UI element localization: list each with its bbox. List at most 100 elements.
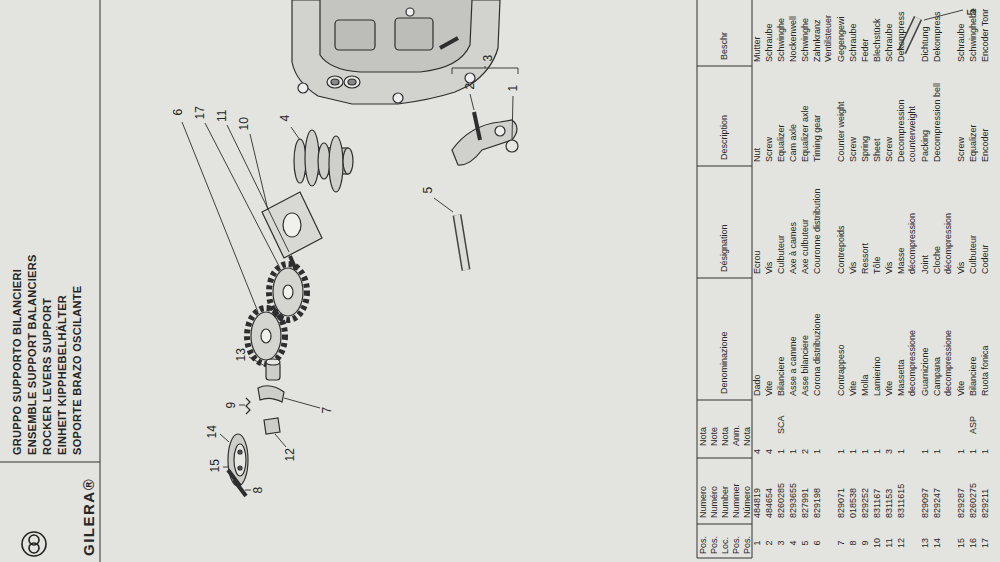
column-header: Pos.	[731, 536, 742, 554]
table-cell: ASP	[968, 402, 979, 434]
table-cell: Ressort	[860, 166, 871, 274]
table-cell: Zahnkranz Ventilsteuer	[812, 4, 834, 62]
row-number: 9	[860, 530, 871, 556]
table-cell: Mutter	[752, 4, 763, 62]
table-cell: Vis	[848, 166, 859, 274]
table-cell: Counter weight	[836, 68, 847, 162]
heading-line: ROCKER LEVERS SUPPORT	[40, 298, 54, 455]
table-cell: Asse bilanciere	[800, 278, 811, 396]
row-number: 2	[764, 530, 775, 556]
column-header: Nota	[720, 427, 731, 446]
table-cell: Gegengewi	[836, 4, 847, 62]
column-header: Anm.	[731, 425, 742, 446]
table-cell: Encoder	[980, 68, 991, 162]
table-cell: Spring	[860, 68, 871, 162]
table-cell: Vite	[848, 278, 859, 396]
decompression-parts	[228, 359, 284, 496]
table-cell: Schraube	[956, 4, 967, 62]
column-header: Nota	[742, 427, 753, 446]
table-cell: 8311615	[896, 458, 907, 518]
column-header: Pos.	[698, 536, 709, 554]
column-header: Pos.	[742, 536, 753, 554]
table-cell: Schwinghebe	[968, 4, 979, 62]
cylinder-head	[292, 0, 500, 104]
callout-number: 17	[193, 106, 207, 119]
row-number: 8	[848, 530, 859, 556]
column-header: Beschr	[719, 32, 730, 60]
table-cell: Vite	[884, 278, 895, 396]
table-cell: Contrepoids	[836, 166, 847, 274]
table-cell: 1	[872, 440, 883, 454]
row-number: 1	[752, 530, 763, 556]
table-cell: 829198	[812, 458, 823, 518]
row-number: 17	[980, 530, 991, 556]
table-cell: 8260275	[968, 458, 979, 518]
table-cell: 1	[932, 440, 943, 454]
table-cell: 3	[884, 440, 895, 454]
row-number: 16	[968, 530, 979, 556]
table-cell: Culbuteur	[776, 166, 787, 274]
table-cell: Feder	[860, 4, 871, 62]
table-cell: 829252	[860, 458, 871, 518]
table-cell: Dichtung	[920, 4, 931, 62]
table-cell: Sheet	[872, 68, 883, 162]
table-cell: 1	[980, 440, 991, 454]
column-header: Pos.	[709, 536, 720, 554]
callout-number: 14	[205, 425, 219, 438]
table-cell: 1	[776, 440, 787, 454]
table-cell: Equalizer	[968, 68, 979, 162]
column-header: Description	[719, 115, 730, 160]
table-cell: Schraube	[884, 4, 895, 62]
table-cell: Molla	[860, 278, 871, 396]
table-cell: 829247	[932, 458, 943, 518]
callout-number: 6	[171, 109, 185, 116]
table-cell: Screw	[764, 68, 775, 162]
column-header: Loc.	[720, 537, 731, 554]
table-cell: 831153	[884, 458, 895, 518]
heading-line: SOPORTE BRAZO OSCILANTE	[70, 286, 84, 455]
table-cell: Massetta decompressione	[896, 316, 918, 396]
column-header: Note	[709, 427, 720, 446]
table-cell: 4	[752, 440, 763, 454]
callout-number: 3	[481, 55, 495, 62]
table-cell: 831167	[872, 458, 883, 518]
table-cell: 1	[812, 440, 823, 454]
table-cell: 1	[836, 440, 847, 454]
callout-number: 4	[278, 115, 292, 122]
callout-number: 2	[463, 83, 477, 90]
table-cell: 484819	[752, 458, 763, 518]
callout-number: 15	[208, 459, 222, 472]
table-cell: SCA	[776, 402, 787, 434]
column-header: Désignation	[719, 224, 730, 272]
row-number: 6	[812, 530, 823, 556]
callout-number: 9	[224, 402, 238, 409]
logo-emblem	[22, 532, 46, 556]
column-header: Denominazione	[719, 331, 730, 394]
table-cell: Screw	[956, 68, 967, 162]
row-number: 12	[896, 530, 907, 556]
rocker-arm	[452, 112, 518, 165]
row-number: 4	[788, 530, 799, 556]
table-cell: Decompression counterweight	[896, 68, 918, 162]
table-cell: Vite	[764, 278, 775, 396]
table-cell: Couronne distribution	[812, 166, 823, 274]
table-cell: 1	[848, 440, 859, 454]
table-cell: Dekompress	[932, 4, 943, 62]
table-cell: Bilanciere	[968, 278, 979, 396]
table-cell: Campana decompressione	[932, 316, 954, 396]
column-header: Nota	[698, 427, 709, 446]
table-cell: 829287	[956, 458, 967, 518]
callout-number: 11	[215, 110, 229, 122]
table-cell: Corona distribuzione	[812, 278, 823, 396]
table-cell: Vite	[956, 278, 967, 396]
table-cell: Timing gear	[812, 68, 823, 162]
table-cell: Screw	[848, 68, 859, 162]
table-cell: Schraube	[848, 4, 859, 62]
camshaft	[294, 130, 353, 192]
callout-number: 10	[237, 117, 251, 130]
table-cell: Cloche décompression	[932, 194, 954, 274]
table-cell: Codeur	[980, 166, 991, 274]
table-cell: Vis	[956, 166, 967, 274]
